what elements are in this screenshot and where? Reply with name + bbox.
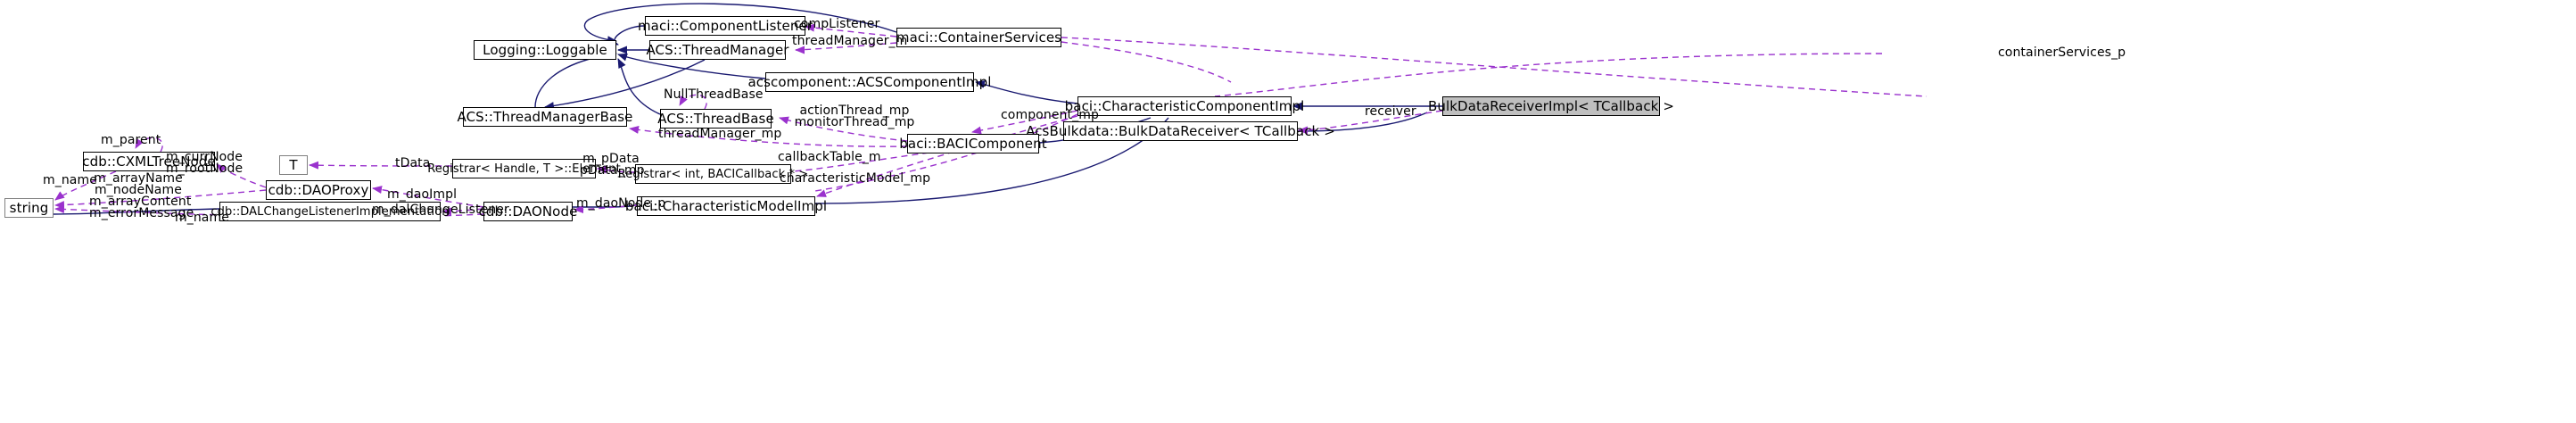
edge-label-callbacktable-m: callbackTable_m (778, 150, 881, 164)
node-template-parameter-t[interactable]: T (279, 155, 308, 175)
edge-label-m-name-left: m_name (43, 173, 97, 187)
node-logging-loggable[interactable]: Logging::Loggable (474, 40, 616, 60)
edge-label-threadmanager-m: threadManager_m (792, 34, 908, 48)
node-acs-threadmanagerbase[interactable]: ACS::ThreadManagerBase (457, 107, 632, 127)
node-baci-bacicomponent[interactable]: baci::BACIComponent (899, 134, 1047, 153)
node-acs-threadmanager[interactable]: ACS::ThreadManager (646, 40, 788, 60)
edge-label-containerservices-p: containerServices_p (1998, 46, 2126, 60)
node-cdb-dalchangelistenerimplementation[interactable]: cdb::DALChangeListenerImplementation (211, 202, 450, 221)
node-acsbulkdata-bulkdatareceiver[interactable]: AcsBulkdata::BulkDataReceiver< TCallback… (1026, 121, 1335, 141)
edge-label-receiver: receiver (1365, 104, 1416, 119)
edge-label-component-mp: component_mp (1001, 108, 1099, 122)
node-acs-threadbase[interactable]: ACS::ThreadBase (657, 109, 774, 129)
node-cdb-daonode[interactable]: cdb::DAONode (479, 202, 577, 221)
edge-label-m-pdata-pdata-mp: m_pData pData_mp (580, 152, 645, 178)
edge-label-actionthread-monitorthread: actionThread_mp monitorThread_mp (794, 104, 915, 129)
edge-label-m-currnode-m-rootnode: m_currNode m_rootNode (166, 150, 244, 176)
node-baci-characteristiccomponentimpl[interactable]: baci::CharacteristicComponentImpl (1065, 96, 1304, 116)
edge-label-threadmanager-mp: threadManager_mp (658, 127, 782, 141)
edge-label-nullthreadbase: NullThreadBase (664, 87, 764, 102)
edge-label-m-daonode-p: m_daoNode_p (576, 196, 666, 211)
node-acscomponent-acscomponentimpl[interactable]: acscomponent::ACSComponentImpl (747, 72, 991, 92)
edge-label-m-name-bottom: m_name (175, 211, 229, 225)
node-string[interactable]: string (4, 198, 54, 218)
node-maci-componentlistener[interactable]: maci::ComponentListener (638, 16, 813, 36)
edge-label-characteristicmodel-mp: characteristicModel_mp (780, 171, 931, 186)
node-registrar-int-bacicallback[interactable]: Registrar< int, BACICallback * > (618, 164, 808, 184)
node-cdb-cxmltreenode[interactable]: cdb::CXMLTreeNode (82, 152, 216, 171)
edge-label-m-parent: m_parent (101, 133, 161, 147)
node-maci-containerservices[interactable]: maci::ContainerServices (896, 28, 1061, 47)
node-registrar-handle-t-element[interactable]: Registrar< Handle, T >::Element (427, 159, 621, 178)
edge-label-m-dalchangelistener: m_dalChangeListener (372, 203, 509, 217)
edge-label-m-arrayname-group: m_arrayName m_nodeName m_arrayContent m_… (89, 171, 194, 220)
node-bulkdatareceiverimpl[interactable]: BulkDataReceiverImpl< TCallback > (1428, 96, 1674, 116)
edge-label-m-daoimpl: m_daoImpl (387, 187, 458, 202)
edge-label-complistener: compListener (794, 17, 880, 31)
node-cdb-daoproxy[interactable]: cdb::DAOProxy (266, 180, 371, 200)
edge-label-tdata: tData (395, 156, 431, 170)
node-baci-characteristicmodelimpl[interactable]: baci::CharacteristicModelImpl (625, 196, 827, 216)
